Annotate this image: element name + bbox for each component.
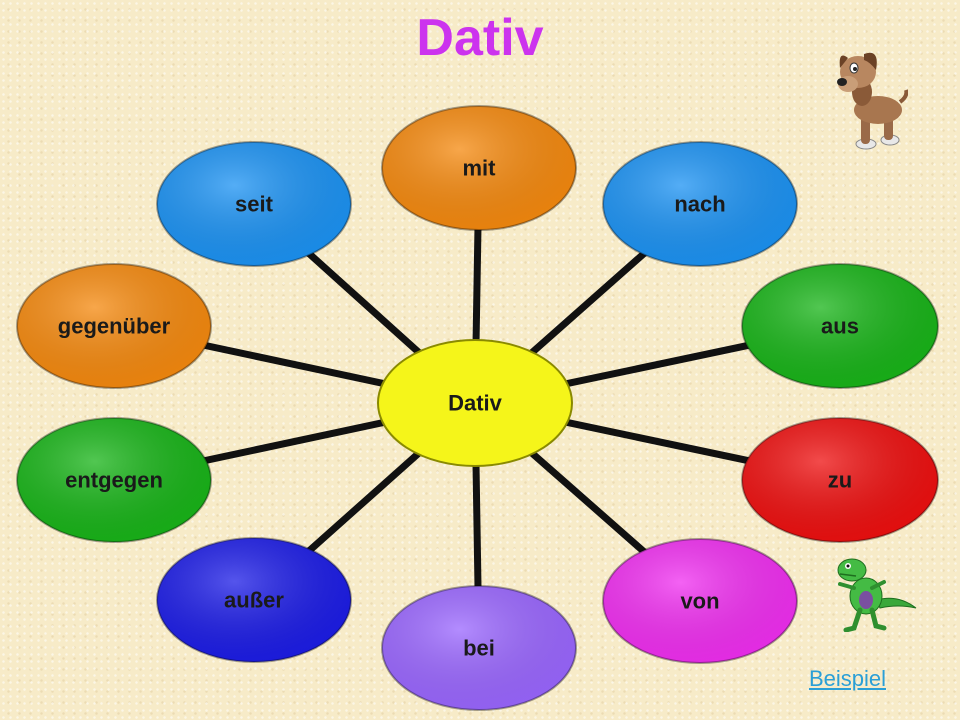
node-label: aus <box>821 314 859 339</box>
node-label: von <box>680 589 719 614</box>
node-shine <box>603 539 797 663</box>
node-0: mit <box>381 105 577 231</box>
dinosaur-mascot-icon <box>837 558 917 632</box>
node-6: außer <box>156 537 352 663</box>
node-shine <box>603 142 797 266</box>
node-label: gegenüber <box>58 314 171 339</box>
node-shine <box>382 586 576 710</box>
node-shine <box>17 264 211 388</box>
page-title: Dativ <box>416 9 544 67</box>
center-node: Dativ <box>377 339 573 467</box>
node-2: aus <box>741 263 939 389</box>
node-5: bei <box>381 585 577 711</box>
example-link[interactable]: Beispiel <box>808 666 886 691</box>
node-shine <box>17 418 211 542</box>
node-shine <box>382 106 576 230</box>
node-label: außer <box>224 588 284 613</box>
node-label: zu <box>828 468 852 493</box>
center-label: Dativ <box>448 391 503 416</box>
node-shine <box>742 264 938 388</box>
node-3: zu <box>741 417 939 543</box>
node-shine <box>157 538 351 662</box>
preposition-nodes: mit nach aus zu von bei außer entgegen gegenüber… <box>16 105 939 711</box>
dog-mascot-icon <box>837 52 908 150</box>
node-7: entgegen <box>16 417 212 543</box>
node-shine <box>157 142 351 266</box>
node-4: von <box>602 538 798 664</box>
node-label: bei <box>463 636 495 661</box>
node-8: gegenüber <box>16 263 212 389</box>
node-label: seit <box>235 192 274 217</box>
node-1: nach <box>602 141 798 267</box>
node-9: seit <box>156 141 352 267</box>
node-label: entgegen <box>65 468 163 493</box>
node-label: nach <box>674 192 725 217</box>
node-label: mit <box>463 156 497 181</box>
node-shine <box>742 418 938 542</box>
